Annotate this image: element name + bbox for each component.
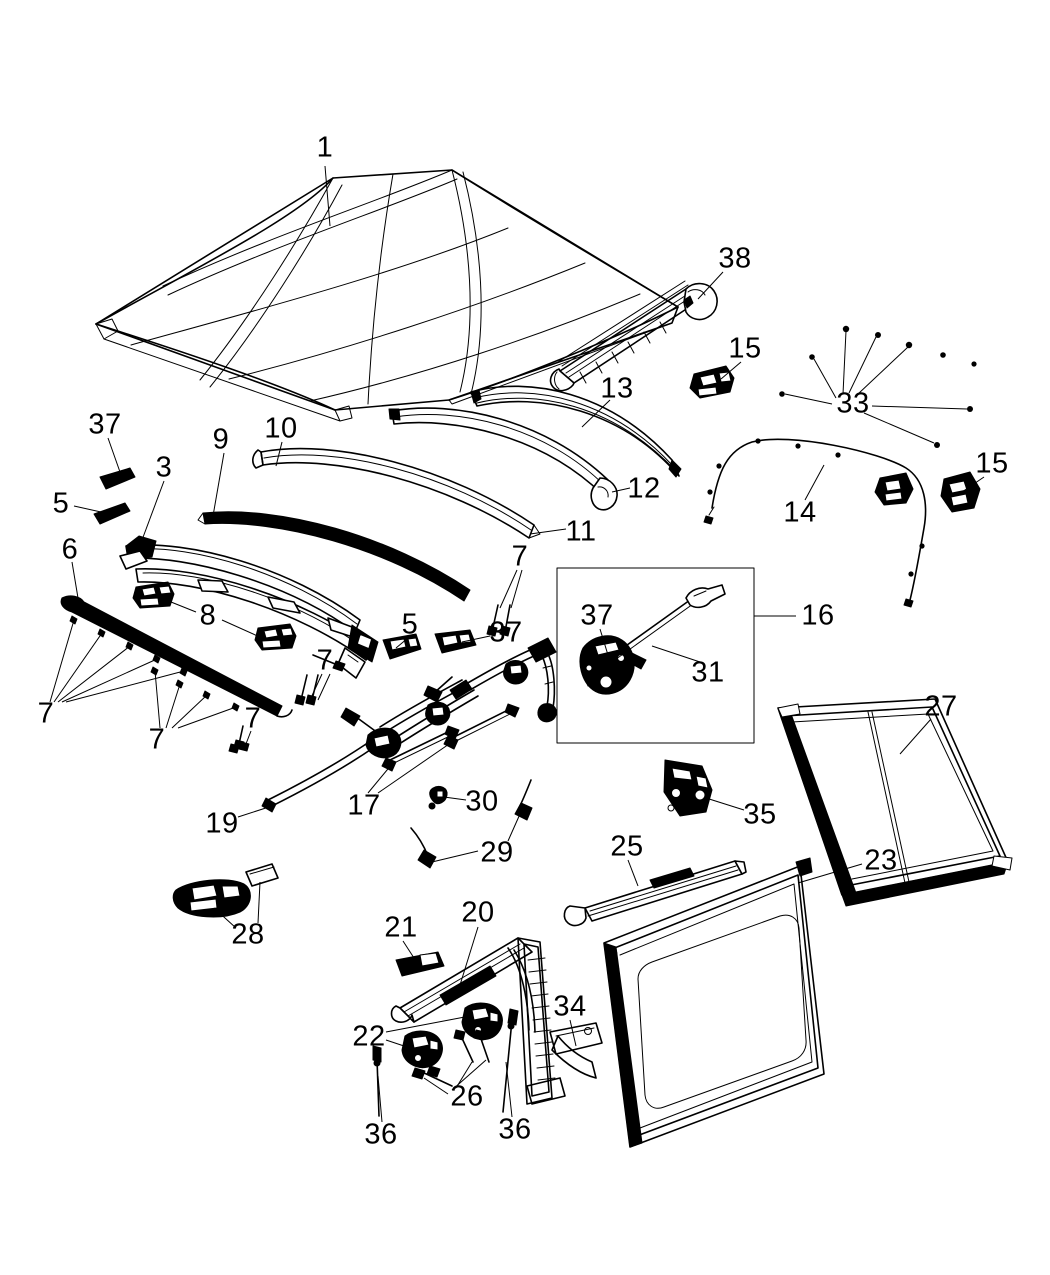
callout-16[interactable]: 16 [801, 599, 835, 632]
callout-21[interactable]: 21 [384, 911, 418, 944]
callout-5a[interactable]: 5 [52, 487, 70, 520]
part-15-clip-on-cable [874, 472, 914, 506]
part-21-trim-clip [395, 951, 445, 977]
part-3-front-header [119, 535, 379, 679]
part-25-window-rail [563, 860, 747, 927]
callout-37b[interactable]: 37 [580, 599, 614, 632]
part-6-tension-rod [60, 595, 293, 718]
part-13-rear-bow [470, 385, 682, 478]
part-11-12-center-bow [388, 407, 618, 511]
part-38-header-end-cap [549, 280, 718, 392]
part-15-clip-lower [940, 471, 981, 513]
callout-12[interactable]: 12 [627, 472, 661, 505]
callout-37a[interactable]: 37 [88, 408, 122, 441]
callout-3[interactable]: 3 [155, 451, 173, 484]
callout-15a[interactable]: 15 [728, 332, 762, 365]
callout-28[interactable]: 28 [231, 918, 265, 951]
part-28-striker-bracket [172, 863, 279, 918]
callout-6[interactable]: 6 [61, 533, 79, 566]
part-35-hinge-bracket [663, 759, 713, 817]
callout-14[interactable]: 14 [783, 496, 817, 529]
callout-29[interactable]: 29 [480, 836, 514, 869]
part-8-brackets [132, 581, 297, 651]
callout-7a[interactable]: 7 [511, 540, 529, 573]
callout-35[interactable]: 35 [743, 798, 777, 831]
part-10-front-bow [252, 447, 541, 539]
callout-8[interactable]: 8 [199, 599, 217, 632]
part-34-lower-hinge-arm [549, 1022, 603, 1079]
part-1-soft-top-canopy [95, 169, 679, 422]
callout-27[interactable]: 27 [924, 690, 958, 723]
part-19-linkage-frame [261, 637, 557, 813]
leader-lines [49, 165, 985, 1123]
callout-1[interactable]: 1 [316, 131, 334, 164]
callout-15b[interactable]: 15 [975, 447, 1009, 480]
part-5-wedge-left [93, 502, 131, 525]
callout-36a[interactable]: 36 [364, 1118, 398, 1151]
callout-5b[interactable]: 5 [401, 608, 419, 641]
callout-34[interactable]: 34 [553, 990, 587, 1023]
part-15-clip-upper [689, 365, 735, 399]
callout-31[interactable]: 31 [691, 656, 725, 689]
part-16-inset-box [556, 567, 755, 744]
callout-38[interactable]: 38 [718, 242, 752, 275]
callout-37c[interactable]: 37 [489, 616, 523, 649]
callout-33[interactable]: 33 [836, 387, 870, 420]
part-33-screw-dots [779, 325, 977, 448]
callout-22[interactable]: 22 [352, 1020, 386, 1053]
callout-9[interactable]: 9 [212, 423, 230, 456]
part-5-wedge-right [382, 633, 422, 660]
callout-17[interactable]: 17 [347, 789, 381, 822]
callout-7e[interactable]: 7 [244, 702, 262, 735]
callout-7d[interactable]: 7 [148, 723, 166, 756]
callout-23[interactable]: 23 [864, 844, 898, 877]
part-23-side-window [603, 857, 825, 1148]
callout-36b[interactable]: 36 [498, 1113, 532, 1146]
part-30-pin-clip [428, 785, 448, 810]
part-37-right-wedge [434, 629, 477, 654]
callout-11[interactable]: 11 [565, 515, 597, 548]
part-36-bolts [372, 1008, 519, 1117]
part-9-side-rail-seal [197, 511, 471, 602]
callout-13[interactable]: 13 [600, 372, 634, 405]
callout-7b[interactable]: 7 [316, 644, 334, 677]
part-20-door-surround-frame [390, 937, 566, 1105]
callout-25[interactable]: 25 [610, 830, 644, 863]
callout-30[interactable]: 30 [465, 785, 499, 818]
part-7-screws [69, 604, 511, 754]
part-22-door-hinges [401, 1002, 503, 1069]
callout-26[interactable]: 26 [450, 1080, 484, 1113]
callout-19[interactable]: 19 [205, 807, 239, 840]
part-17-gas-struts [381, 703, 520, 772]
part-27-rear-window [777, 698, 1013, 907]
callout-7c[interactable]: 7 [37, 697, 55, 730]
part-14-perimeter-cable [703, 438, 927, 608]
part-26-screws [411, 1029, 490, 1087]
part-37-left-wedge [99, 467, 136, 490]
callout-20[interactable]: 20 [461, 896, 495, 929]
callout-10[interactable]: 10 [264, 412, 298, 445]
